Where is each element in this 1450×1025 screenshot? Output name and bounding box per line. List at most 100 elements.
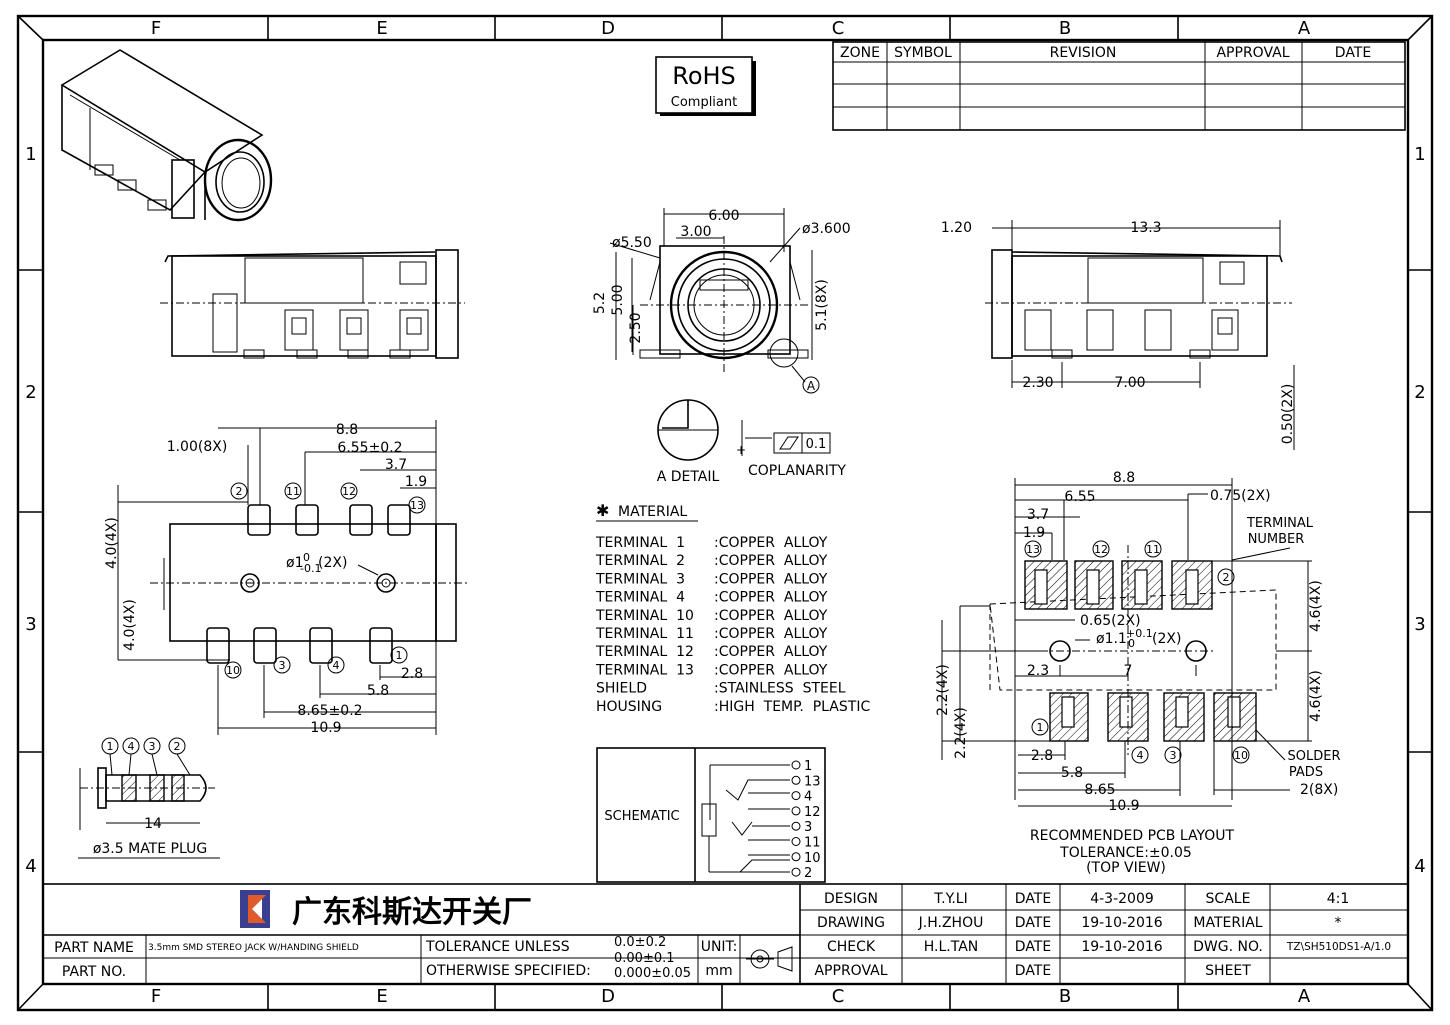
dwg-no-label: DWG. NO. xyxy=(1193,939,1263,955)
company-logo xyxy=(240,890,270,928)
zone-row-3-left: 3 xyxy=(25,614,36,635)
bottom-terminal-2: 2 xyxy=(236,485,243,498)
tolerance-value2: 0.00±0.1 xyxy=(614,951,675,966)
zone-col-b-top: B xyxy=(1059,18,1071,39)
pcb-dim-88: 8.8 xyxy=(1113,470,1135,486)
zone-col-b-bottom: B xyxy=(1059,986,1071,1007)
material-part-0: TERMINAL 1 xyxy=(595,535,685,551)
material-part-6: TERMINAL 12 xyxy=(595,644,694,660)
dim-front-500: 5.00 xyxy=(610,284,626,315)
bottom-terminal-1: 1 xyxy=(396,649,403,662)
rohs-subtitle: Compliant xyxy=(671,95,737,110)
company-name: 广东科斯达开关厂 xyxy=(292,895,532,930)
hole-note: ø1 xyxy=(286,555,303,571)
drawing-date: 19-10-2016 xyxy=(1081,915,1162,931)
plug-label: ø3.5 MATE PLUG xyxy=(93,841,207,857)
schematic-pin-marker xyxy=(791,791,801,801)
pcb-caption-3: (TOP VIEW) xyxy=(1086,860,1166,876)
dim-bottom-28: 2.8 xyxy=(401,666,423,682)
schematic-pin-marker xyxy=(791,775,801,785)
unit-value: mm xyxy=(705,963,732,979)
pcb-pad-11: 11 xyxy=(1146,543,1160,556)
svg-text:+0.1: +0.1 xyxy=(1126,627,1153,640)
dim-bottom-58: 5.8 xyxy=(367,683,389,699)
bottom-view: 2 11 12 13 10 3 4 1 8.8 1.00(8X) 6.55±0.… xyxy=(104,420,470,736)
coplanarity-label: COPLANARITY xyxy=(748,463,846,479)
dim-front-300: 3.00 xyxy=(680,224,711,240)
rohs-badge: RoHS Compliant xyxy=(655,56,756,116)
pcb-layout: 13 12 11 2 1 4 3 10 8.8 6.55 0.75(2X) 3.… xyxy=(935,470,1340,876)
svg-text:(2X): (2X) xyxy=(318,555,347,571)
bottom-terminal-12: 12 xyxy=(342,485,356,498)
tolerance-value1: 0.0±0.2 xyxy=(614,935,666,950)
zone-row-2-left: 2 xyxy=(25,382,36,403)
unit-label: UNIT: xyxy=(701,939,738,955)
front-view: A 6.00 3.00 ø3.600 ø5.50 5.2 5.00 2.50 5… xyxy=(592,208,851,394)
dim-bottom-100: 1.00(8X) xyxy=(167,439,228,455)
material-part-9: HOUSING xyxy=(596,699,662,715)
design-label: DESIGN xyxy=(824,891,878,907)
pcb-pad-2: 2 xyxy=(1223,571,1230,584)
solder-pads-line1: SOLDER xyxy=(1288,749,1341,764)
dim-front-250: 2.50 xyxy=(628,312,644,343)
plug-dim: 14 xyxy=(144,816,162,832)
schematic-pin-4: 4 xyxy=(804,790,812,805)
material-spec-8: :STAINLESS STEEL xyxy=(714,681,846,697)
tolerance-line1: TOLERANCE UNLESS xyxy=(425,939,570,955)
pcb-caption-1: RECOMMENDED PCB LAYOUT xyxy=(1030,828,1235,844)
pcb-caption-2: TOLERANCE:±0.05 xyxy=(1059,845,1192,861)
material-part-2: TERMINAL 3 xyxy=(595,571,685,587)
pcb-pad-13: 13 xyxy=(1026,543,1040,556)
sheet-label: SHEET xyxy=(1205,963,1251,979)
svg-text:✱: ✱ xyxy=(596,501,609,520)
material-part-8: SHIELD xyxy=(596,681,647,697)
approval-label: APPROVAL xyxy=(814,963,887,979)
material-spec-7: :COPPER ALLOY xyxy=(714,662,828,678)
svg-text:0: 0 xyxy=(303,551,310,564)
schematic-pin-12: 12 xyxy=(804,805,821,820)
material-spec-5: :COPPER ALLOY xyxy=(714,626,828,642)
dim-bottom-40b: 4.0(4X) xyxy=(122,599,138,651)
revision-table: ZONE SYMBOL REVISION APPROVAL DATE xyxy=(832,41,1406,131)
schematic-pin-marker xyxy=(791,867,801,877)
solder-pads-line2: PADS xyxy=(1289,765,1323,780)
dim-front-dia550: ø5.50 xyxy=(612,235,652,251)
check-date: 19-10-2016 xyxy=(1081,939,1162,955)
detail-a-label: A DETAIL xyxy=(657,469,720,485)
terminal-number-line1: TERMINAL xyxy=(1246,516,1314,531)
schematic-pin-3: 3 xyxy=(804,820,812,835)
plug-ring-2: 2 xyxy=(174,740,181,753)
pcb-dim-hole: ø1.1 xyxy=(1096,631,1127,647)
pcb-dim-28: 2.8 xyxy=(1031,748,1053,764)
svg-text:+: + xyxy=(736,443,746,457)
material-list: ✱ MATERIAL TERMINAL 1:COPPER ALLOYTERMIN… xyxy=(595,501,870,715)
dim-bottom-109: 10.9 xyxy=(310,720,341,736)
zone-row-4-left: 4 xyxy=(25,856,36,877)
material-part-3: TERMINAL 4 xyxy=(595,590,685,606)
pcb-dim-19: 1.9 xyxy=(1023,525,1045,541)
check-date-label: DATE xyxy=(1015,939,1051,955)
drawing-date-label: DATE xyxy=(1015,915,1051,931)
side-view xyxy=(160,249,465,359)
pcb-dim-065: 0.65(2X) xyxy=(1080,613,1141,629)
material-spec-9: :HIGH TEMP. PLASTIC xyxy=(714,699,870,715)
pcb-dim-075: 0.75(2X) xyxy=(1210,488,1271,504)
bottom-terminal-3: 3 xyxy=(279,659,286,672)
schematic-pin-11: 11 xyxy=(804,836,821,851)
dim-bottom-37: 3.7 xyxy=(385,457,407,473)
schematic-label: SCHEMATIC xyxy=(604,809,679,824)
schematic-pin-10: 10 xyxy=(804,851,821,866)
material-spec-1: :COPPER ALLOY xyxy=(714,553,828,569)
zone-col-f-bottom: F xyxy=(151,986,161,1007)
schematic-pin-marker xyxy=(791,806,801,816)
schematic-pin-marker xyxy=(791,852,801,862)
pcb-dim-23: 2.3 xyxy=(1027,663,1049,679)
bottom-terminal-4: 4 xyxy=(333,659,340,672)
schematic-pin-marker xyxy=(791,760,801,770)
tolerance-line2: OTHERWISE SPECIFIED: xyxy=(426,963,591,979)
detail-a: A DETAIL + 0.1 COPLANARITY xyxy=(657,399,846,485)
zone-col-e-bottom: E xyxy=(376,986,387,1007)
schematic-pin-13: 13 xyxy=(804,774,821,789)
pcb-dim-7: 7 xyxy=(1124,663,1133,679)
